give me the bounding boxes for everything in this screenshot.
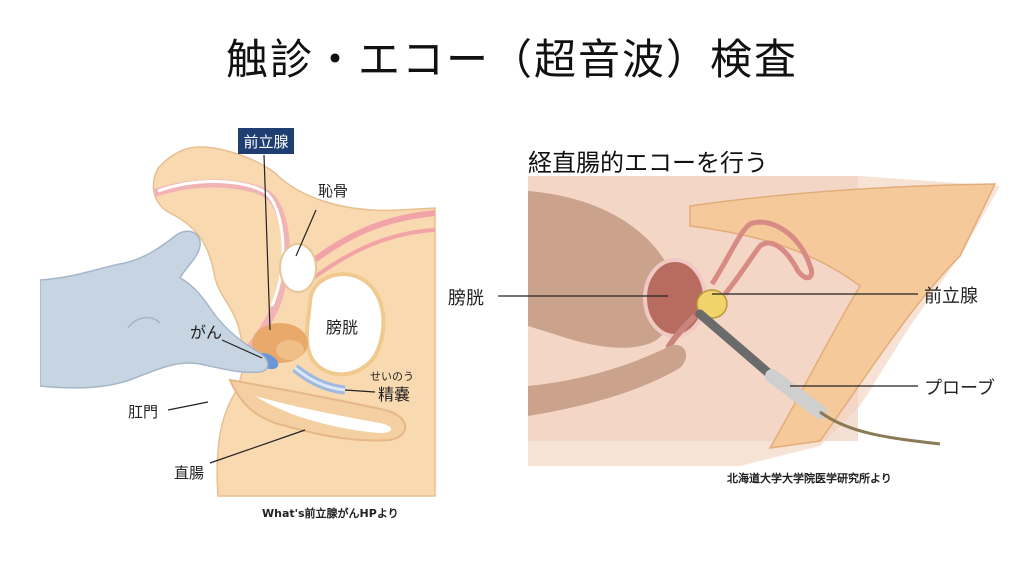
rectum-leader-line <box>209 429 306 464</box>
anus-leader-line <box>167 401 209 411</box>
prostate-right-label: 前立腺 <box>924 286 978 307</box>
pubic-bone-label: 恥骨 <box>318 182 348 200</box>
transrectal-echo-diagram: 膀胱 前立腺 プローブ <box>440 176 1024 556</box>
digital-exam-illustration: 前立腺 恥骨 膀胱 がん せいのう 精嚢 肛門 直腸 <box>39 128 436 497</box>
prostate-right-shape <box>696 289 728 319</box>
seminal-vesicle-right <box>665 313 698 350</box>
urethra-right-line <box>709 219 815 296</box>
page-title: 触診・エコー（超音波）検査 <box>225 35 798 84</box>
right-subtitle: 経直腸的エコーを行う <box>528 149 768 177</box>
probe-shaft <box>695 309 777 381</box>
prostate-inner-shape <box>276 340 304 360</box>
pubic-bone-shape <box>279 243 317 293</box>
prostate-leader-line <box>263 154 271 331</box>
bladder-right-label: 膀胱 <box>448 288 484 309</box>
seminal-vesicle-label: 精嚢 <box>378 385 410 404</box>
skin-band-shape <box>689 183 997 449</box>
probe-cable <box>819 410 941 446</box>
prostate-label-box <box>238 128 294 154</box>
rectum-right-shape <box>528 345 687 416</box>
bladder-mass-shape <box>528 191 675 348</box>
cancer-leader-line <box>221 339 263 359</box>
left-credit: What's前立腺がんHPより <box>262 507 399 520</box>
gloved-hand-shape <box>39 230 269 389</box>
seminal-vesicle-ruby: せいのう <box>370 370 414 383</box>
rectum-lumen <box>255 396 392 433</box>
probe-label: プローブ <box>924 377 995 399</box>
seminal-vesicle-inner <box>294 366 346 392</box>
glove-finger-crease <box>127 316 161 329</box>
bladder-label: 膀胱 <box>326 318 358 337</box>
rectum-label: 直腸 <box>174 464 204 482</box>
seminal-vesicle-leader-line <box>344 389 376 393</box>
anus-label: 肛門 <box>128 403 158 421</box>
transrectal-echo-illustration: 膀胱 前立腺 プローブ <box>448 176 1000 466</box>
probe-handle <box>765 369 827 419</box>
bladder-shape <box>304 272 386 377</box>
cancer-label: がん <box>190 323 222 342</box>
bladder-right-shape <box>643 258 707 338</box>
prostate-label: 前立腺 <box>243 133 288 151</box>
digital-exam-diagram: 前立腺 恥骨 膀胱 がん せいのう 精嚢 肛門 直腸 <box>39 118 440 498</box>
pubic-bone-leader-line <box>295 209 317 257</box>
right-credit: 北海道大学大学院医学研究所より <box>727 472 892 485</box>
